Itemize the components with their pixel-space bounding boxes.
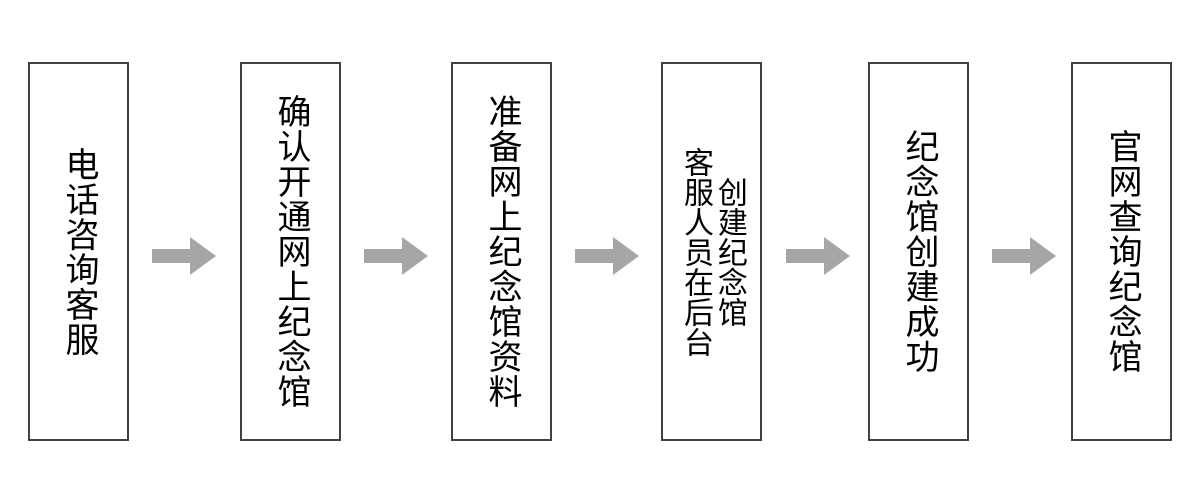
process-step-4-label-column-1: 客服人员在后台 [678,146,713,357]
arrow-right-icon-3 [575,236,639,276]
process-step-3[interactable]: 准备网上纪念馆资料 [451,62,552,441]
arrow-right-icon-5 [992,236,1056,276]
process-step-1[interactable]: 电话咨询客服 [28,62,129,441]
process-step-6[interactable]: 官网查询纪念馆 [1071,62,1172,441]
process-step-4-label-column-2: 创建纪念馆 [711,176,747,327]
process-step-5[interactable]: 纪念馆创建成功 [868,62,969,441]
process-step-6-label: 官网查询纪念馆 [1102,129,1142,374]
process-step-5-label: 纪念馆创建成功 [899,129,939,374]
process-step-3-label: 准备网上纪念馆资料 [482,94,522,409]
arrow-right-icon-4 [786,236,850,276]
process-step-1-label: 电话咨询客服 [59,146,99,357]
arrow-right-icon-1 [152,236,216,276]
arrow-right-icon-2 [364,236,428,276]
process-step-2[interactable]: 确认开通网上纪念馆 [240,62,341,441]
process-step-2-label: 确认开通网上纪念馆 [271,94,311,409]
process-step-4[interactable]: 客服人员在后台 创建纪念馆 [661,62,762,441]
